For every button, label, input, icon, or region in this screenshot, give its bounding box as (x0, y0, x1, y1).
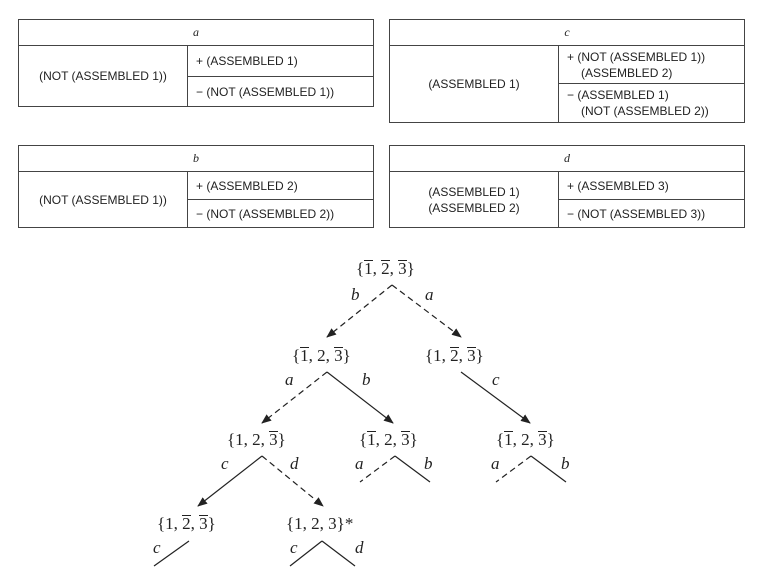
edge-na-c (460, 371, 531, 424)
state-digit-1-negated: 1 (504, 430, 513, 449)
node-after-ba: {1, 2, 3} (227, 430, 286, 449)
edge-nac-b (530, 455, 567, 483)
state-digit-2: 2 (311, 514, 320, 533)
edge-nb-a (261, 371, 328, 424)
edge-nbb-b (394, 455, 431, 483)
edge-nba-d (261, 455, 324, 507)
edge-label-nb-b: b (362, 370, 371, 389)
edge-label-nba-c: c (221, 454, 229, 473)
operator-b-precondition: (NOT (ASSEMBLED 1)) (19, 172, 188, 227)
state-digit-2-negated: 2 (381, 259, 390, 278)
edge-label-nbb-b: b (424, 454, 433, 473)
operator-b-delete: − (NOT (ASSEMBLED 2)) (196, 206, 335, 221)
state-digit-1-negated: 1 (367, 430, 376, 449)
operator-a-add: + (ASSEMBLED 1) (188, 46, 373, 77)
operator-a-table: a (NOT (ASSEMBLED 1)) + (ASSEMBLED 1) − … (18, 19, 374, 107)
state-digit-2: 2 (317, 346, 326, 365)
state-digit-1: 1 (165, 514, 174, 533)
state-digit-3-negated: 3 (199, 514, 208, 533)
state-digit-3-negated: 3 (538, 430, 547, 449)
operator-d-precondition: (ASSEMBLED 1) (ASSEMBLED 2) (390, 172, 559, 227)
state-digit-1: 1 (294, 514, 303, 533)
state-digit-1-negated: 1 (364, 259, 373, 278)
operator-a-name: a (19, 20, 373, 46)
operator-b-add: + (ASSEMBLED 2) (188, 172, 373, 200)
edge-nbac-c (153, 540, 190, 567)
node-after-bb: {1, 2, 3} (359, 430, 418, 449)
state-digit-3-negated: 3 (398, 259, 407, 278)
node-after-a: {1, 2, 3} (425, 346, 484, 365)
edge-label-nac-a: a (491, 454, 500, 473)
edge-root-a (391, 284, 462, 338)
operator-c-delete: − (ASSEMBLED 1) (NOT (ASSEMBLED 2)) (567, 88, 709, 118)
state-digit-3-negated: 3 (467, 346, 476, 365)
edge-nbad-c (289, 540, 323, 567)
edge-root-b (326, 284, 393, 338)
edge-label-root-b: b (351, 285, 360, 304)
node-goal: {1, 2, 3}* (286, 514, 354, 533)
node-after-b: {1, 2, 3} (292, 346, 351, 365)
state-digit-3-negated: 3 (401, 430, 410, 449)
operator-a-delete: − (NOT (ASSEMBLED 1)) (196, 84, 335, 99)
state-digit-3-negated: 3 (269, 430, 278, 449)
operator-d-table: d (ASSEMBLED 1) (ASSEMBLED 2) + (ASSEMBL… (389, 145, 745, 228)
state-digit-2-negated: 2 (450, 346, 459, 365)
state-digit-3: 3 (328, 514, 337, 533)
node-after-bac: {1, 2, 3} (157, 514, 216, 533)
edge-label-nbad-c: c (290, 538, 298, 557)
operator-d-delete: − (NOT (ASSEMBLED 3)) (567, 206, 706, 221)
operator-c-name: c (390, 20, 744, 46)
edge-label-root-a: a (425, 285, 434, 304)
state-digit-2: 2 (252, 430, 261, 449)
edge-label-nba-d: d (290, 454, 299, 473)
edge-nbb-a (359, 455, 396, 483)
node-root: {1, 2, 3} (356, 259, 415, 278)
edge-label-nac-b: b (561, 454, 570, 473)
operator-c-add: + (NOT (ASSEMBLED 1)) (ASSEMBLED 2) (559, 46, 744, 84)
operator-a-precondition: (NOT (ASSEMBLED 1)) (19, 46, 188, 106)
edge-nba-c (197, 455, 263, 507)
state-digit-3-negated: 3 (334, 346, 343, 365)
state-digit-1: 1 (433, 346, 442, 365)
node-after-ac: {1, 2, 3} (496, 430, 555, 449)
edge-nb-b (326, 371, 394, 424)
edge-label-nbac-c: c (153, 538, 161, 557)
state-digit-2: 2 (384, 430, 393, 449)
state-digit-1: 1 (235, 430, 244, 449)
edge-label-nbad-d: d (355, 538, 364, 557)
operator-b-name: b (19, 146, 373, 172)
operator-d-add: + (ASSEMBLED 3) (559, 172, 744, 200)
edge-label-nb-a: a (285, 370, 294, 389)
operator-d-name: d (390, 146, 744, 172)
edge-nac-a (495, 455, 532, 483)
edge-nbad-d (321, 540, 356, 567)
state-digit-2: 2 (521, 430, 530, 449)
state-digit-1-negated: 1 (300, 346, 309, 365)
operator-c-table: c (ASSEMBLED 1) + (NOT (ASSEMBLED 1)) (A… (389, 19, 745, 123)
operator-c-precondition: (ASSEMBLED 1) (390, 46, 559, 122)
edge-label-nbb-a: a (355, 454, 364, 473)
operator-b-table: b (NOT (ASSEMBLED 1)) + (ASSEMBLED 2) − … (18, 145, 374, 228)
state-digit-2-negated: 2 (182, 514, 191, 533)
edge-label-na-c: c (492, 370, 500, 389)
